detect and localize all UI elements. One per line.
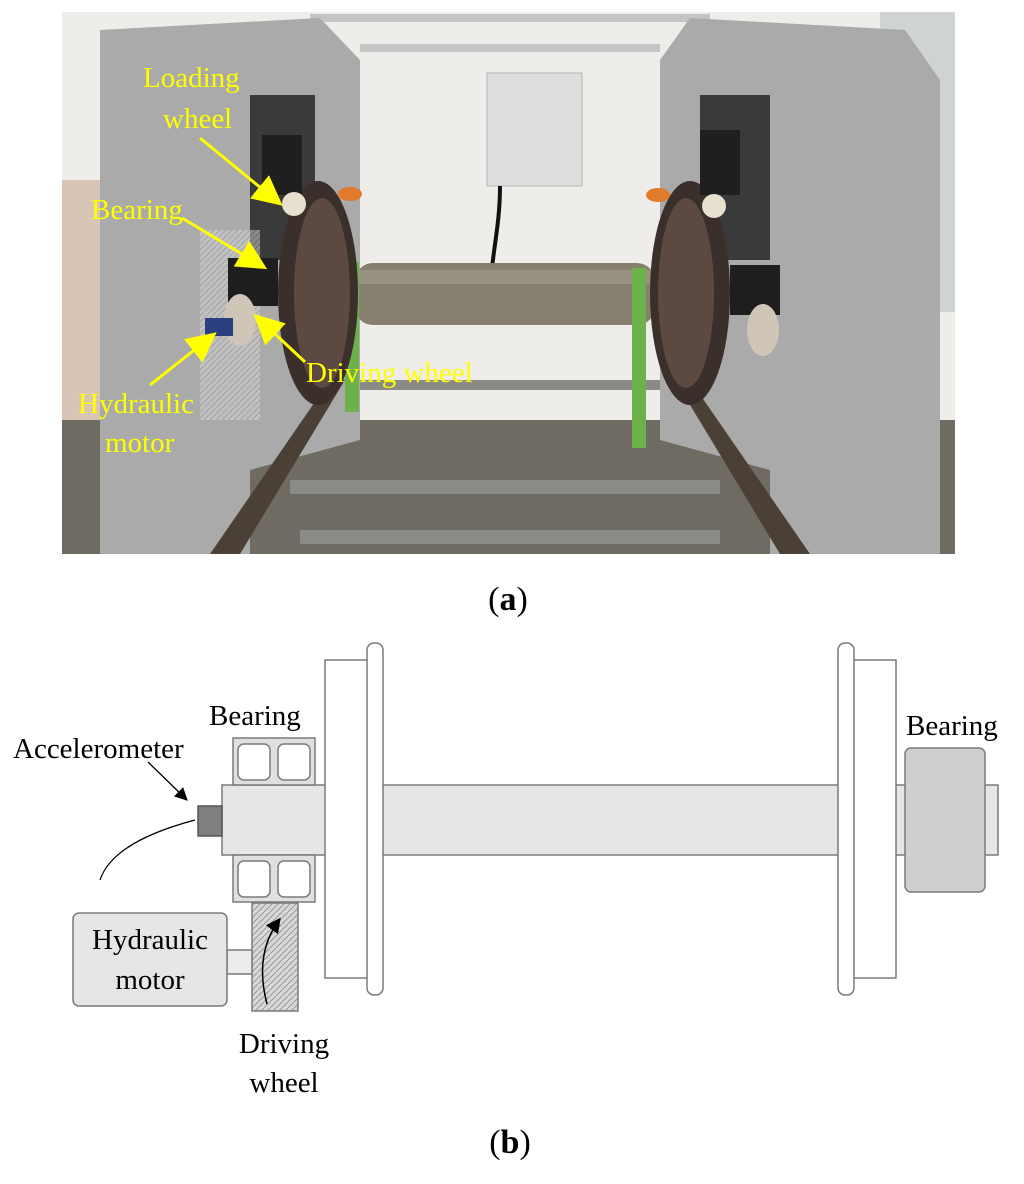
- schematic-labels: Bearing Bearing Accelerometer Hydraulic …: [13, 700, 998, 1099]
- photo-driving-wheel-right: [747, 304, 779, 356]
- label-hydraulic-motor-line2: motor: [105, 427, 175, 459]
- schematic-wheel-left-flange: [366, 642, 384, 996]
- label-schematic-bearing-left: Bearing: [209, 700, 301, 732]
- schematic-accelerometer: [197, 805, 223, 837]
- arrow-hydraulic-motor: [149, 332, 217, 387]
- schematic-wheel-right-disc: [847, 659, 897, 979]
- photo-panel: Loading wheel Bearing Driving wheel Hydr…: [62, 12, 955, 554]
- schematic-bearing-left-top-roller-2: [277, 743, 311, 781]
- photo-strap-right: [632, 268, 646, 448]
- arrow-accelerometer: [147, 761, 188, 801]
- label-schematic-driving-wheel-line2: wheel: [249, 1067, 318, 1099]
- photo-bearing-right: [730, 265, 780, 315]
- schematic-driving-wheel: [251, 902, 299, 1012]
- label-schematic-bearing-right: Bearing: [906, 710, 998, 742]
- caption-b: (b): [489, 1124, 531, 1161]
- label-bearing: Bearing: [91, 194, 183, 226]
- schematic-hydraulic-motor: [72, 912, 228, 1007]
- schematic-axle: [379, 784, 841, 856]
- label-hydraulic-motor-line1: Hydraulic: [78, 388, 194, 420]
- photo-loading-wheel-left: [282, 192, 306, 216]
- photo-top-beam-2: [360, 44, 660, 52]
- photo-electrical-box: [486, 72, 583, 187]
- schematic-motor-shaft: [226, 949, 253, 975]
- label-accelerometer: Accelerometer: [13, 733, 184, 765]
- schematic-bearing-left-top-roller-1: [237, 743, 271, 781]
- photo-wheel-left-web: [294, 198, 350, 388]
- arrow-driving-wheel: [253, 313, 307, 364]
- photo-orange-disc-left: [338, 187, 362, 201]
- label-loading-wheel-line1: Loading: [143, 62, 240, 94]
- photo-axle-highlight: [355, 270, 655, 284]
- schematic-bearing-left-bottom-roller-1: [237, 860, 271, 898]
- photo-wheel-right-web: [658, 198, 714, 388]
- photo-crossbar-1: [290, 480, 720, 494]
- schematic-bearing-right: [904, 747, 986, 893]
- photo-rail-right: [675, 380, 810, 554]
- label-schematic-driving-wheel-line1: Driving: [239, 1028, 329, 1060]
- schematic-axle-left-hub: [221, 784, 333, 856]
- photo-loading-mechanism-right: [700, 130, 740, 195]
- label-schematic-hydraulic-motor-line2: motor: [115, 964, 185, 996]
- caption-a: (a): [488, 581, 528, 618]
- label-loading-wheel-line2: wheel: [163, 103, 232, 135]
- photo-crossbar-3: [360, 380, 660, 390]
- photo-rail-left: [210, 380, 345, 554]
- arrow-bearing: [181, 216, 268, 270]
- photo-loading-wheel-right: [702, 194, 726, 218]
- label-driving-wheel: Driving wheel: [306, 357, 473, 389]
- arrow-loading-wheel: [199, 136, 283, 206]
- schematic-wheel-left-disc: [324, 659, 373, 979]
- photo-hydraulic-motor-left: [205, 318, 233, 336]
- photo-crossbar-2: [300, 530, 720, 544]
- photo-loading-mechanism-left: [262, 135, 302, 195]
- label-schematic-hydraulic-motor-line1: Hydraulic: [92, 924, 208, 956]
- schematic-wheel-right-flange: [837, 642, 855, 996]
- schematic-bearing-left-bottom-roller-2: [277, 860, 311, 898]
- schematic-panel: [72, 642, 999, 1012]
- arrow-rotation-driving-wheel: [261, 917, 281, 1005]
- photo-orange-disc-right: [646, 188, 670, 202]
- schematic-accelerometer-cable: [99, 819, 196, 881]
- photo-top-beam: [310, 14, 710, 22]
